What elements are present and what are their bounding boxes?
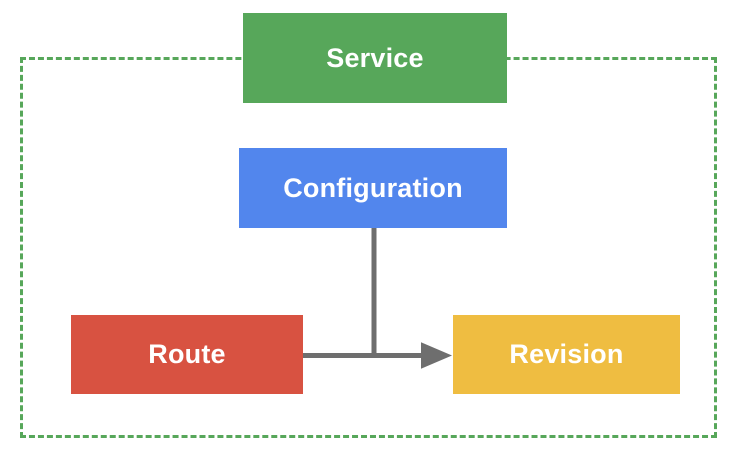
node-service[interactable]: Service <box>243 13 507 103</box>
node-service-label: Service <box>326 42 424 73</box>
node-route[interactable]: Route <box>71 315 303 394</box>
node-revision[interactable]: Revision <box>453 315 680 394</box>
node-route-label: Route <box>148 339 226 369</box>
node-configuration-label: Configuration <box>283 172 463 203</box>
node-configuration[interactable]: Configuration <box>239 148 507 228</box>
node-revision-label: Revision <box>509 339 624 369</box>
